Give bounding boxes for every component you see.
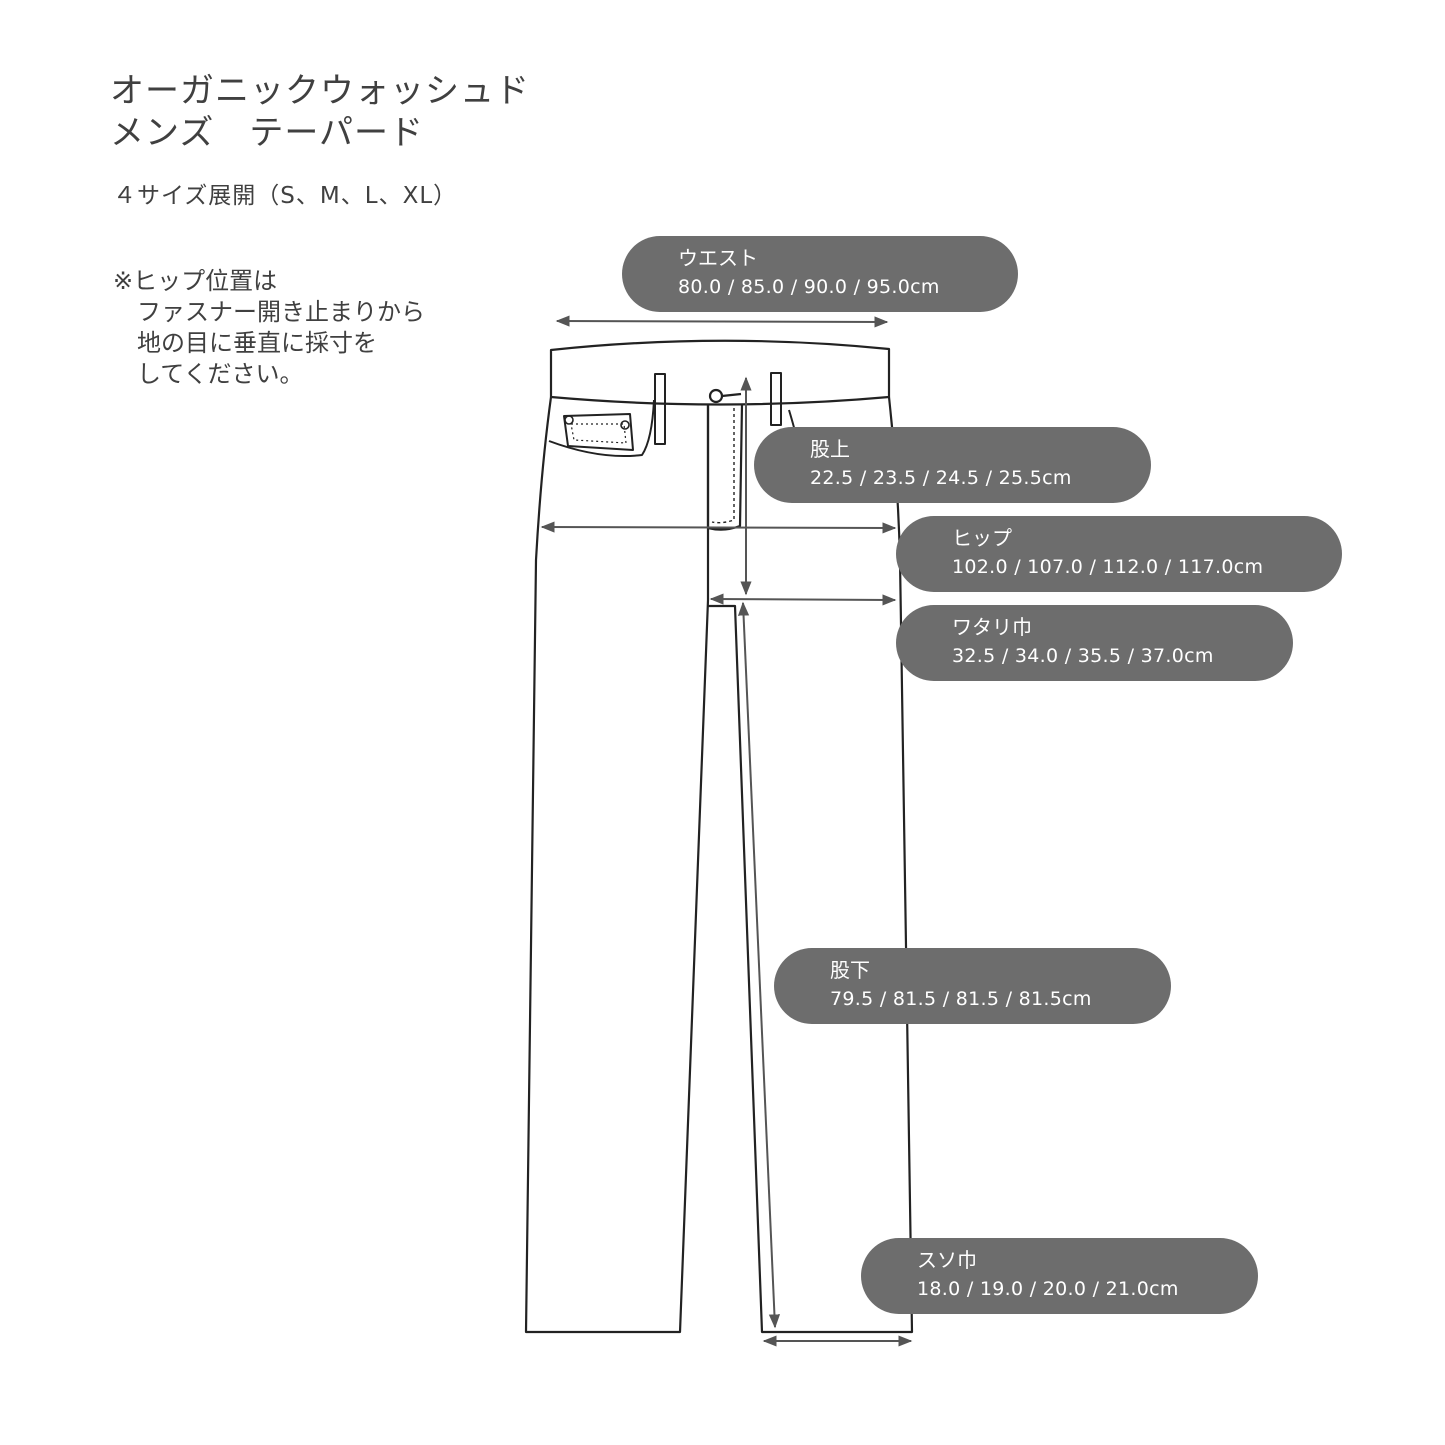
coin-pocket: [563, 413, 634, 451]
right-leg: [708, 396, 914, 1334]
waist-arrow: [555, 315, 889, 328]
hip-note-line2: ファスナー開き止まりから: [113, 298, 425, 326]
hip-arrow: [540, 521, 897, 534]
thigh-arrow: [709, 593, 897, 606]
waist-pill: ウエスト 80.0 / 85.0 / 90.0 / 95.0cm: [622, 236, 1018, 312]
rise-pill: 股上 22.5 / 23.5 / 24.5 / 25.5cm: [754, 427, 1151, 503]
thigh-label: ワタリ巾: [952, 615, 1032, 639]
hip-note: ※ヒップ位置は ファスナー開き止まりから 地の目に垂直に採寸を してください。: [113, 266, 425, 390]
hem-pill: スソ巾 18.0 / 19.0 / 20.0 / 21.0cm: [861, 1238, 1258, 1314]
rise-label: 股上: [810, 437, 850, 461]
sizes-note: ４サイズ展開（S、M、L、XL）: [113, 183, 458, 209]
measurement-arrows: [540, 315, 913, 1347]
hem-label: スソ巾: [917, 1248, 977, 1272]
hip-note-line3: 地の目に垂直に採寸を: [113, 329, 377, 357]
hip-pill: ヒップ 102.0 / 107.0 / 112.0 / 117.0cm: [896, 516, 1342, 592]
product-title-line2: メンズ テーパード: [110, 113, 424, 153]
hip-note-line4: してください。: [113, 360, 304, 388]
waist-values: 80.0 / 85.0 / 90.0 / 95.0cm: [678, 276, 940, 298]
fly: [706, 403, 744, 531]
product-title: オーガニックウォッシュド メンズ テーパード: [110, 70, 530, 154]
pants-outline: [524, 339, 914, 1334]
front-pocket-left: [548, 399, 655, 458]
thigh-values: 32.5 / 34.0 / 35.5 / 37.0cm: [952, 645, 1214, 667]
waist-label: ウエスト: [678, 246, 758, 270]
belt-loop-left: [654, 373, 666, 445]
button: [708, 388, 724, 404]
hem-values: 18.0 / 19.0 / 20.0 / 21.0cm: [917, 1278, 1179, 1300]
hip-values: 102.0 / 107.0 / 112.0 / 117.0cm: [952, 556, 1264, 578]
inseam-label: 股下: [830, 958, 870, 982]
left-leg: [524, 396, 710, 1334]
inseam-arrow: [737, 601, 781, 1329]
rise-values: 22.5 / 23.5 / 24.5 / 25.5cm: [810, 467, 1072, 489]
belt-loop-right: [770, 372, 782, 426]
waistband: [549, 339, 891, 406]
hip-label: ヒップ: [952, 526, 1012, 550]
inseam-values: 79.5 / 81.5 / 81.5 / 81.5cm: [830, 988, 1092, 1010]
inseam-pill: 股下 79.5 / 81.5 / 81.5 / 81.5cm: [774, 948, 1171, 1024]
fly-stitch: [711, 408, 735, 524]
product-title-line1: オーガニックウォッシュド: [110, 71, 530, 111]
thigh-pill: ワタリ巾 32.5 / 34.0 / 35.5 / 37.0cm: [896, 605, 1293, 681]
hip-note-line1: ※ヒップ位置は: [113, 267, 278, 295]
